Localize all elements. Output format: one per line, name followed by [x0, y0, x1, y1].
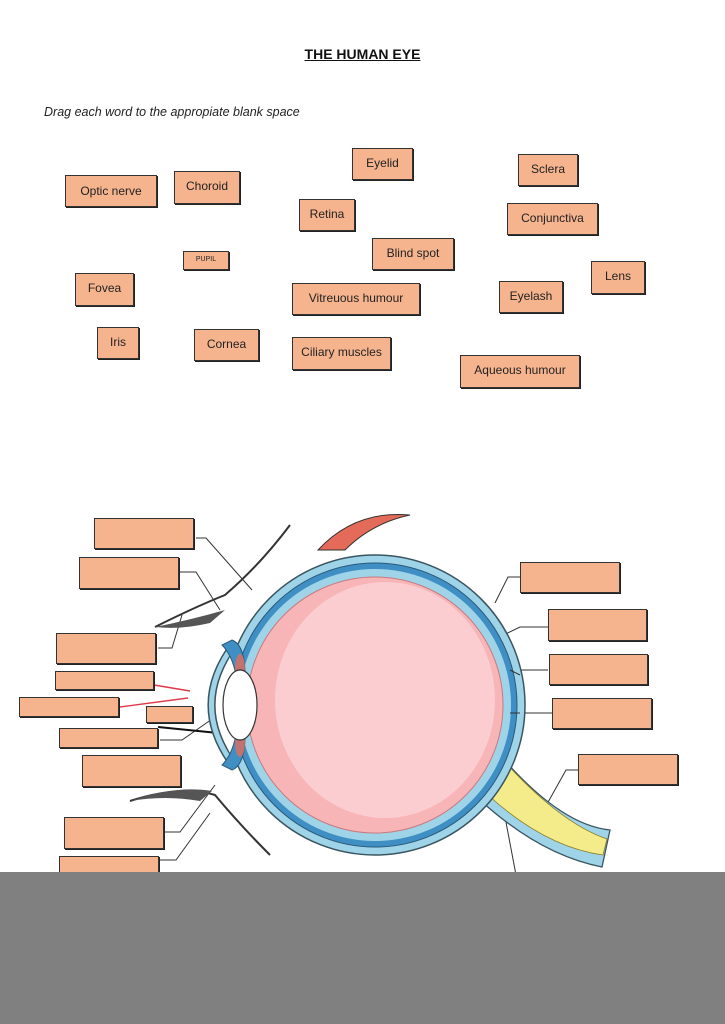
- cornea-inner: [209, 641, 237, 769]
- word-blind-spot[interactable]: Blind spot: [372, 238, 454, 270]
- blank-slot-13[interactable]: [552, 698, 652, 729]
- word-optic-nerve[interactable]: Optic nerve: [65, 175, 157, 207]
- blank-slot-11[interactable]: [548, 609, 647, 641]
- blank-slot-7[interactable]: [82, 755, 181, 787]
- word-retina[interactable]: Retina: [299, 199, 355, 231]
- word-choroid[interactable]: Choroid: [174, 171, 240, 204]
- blank-slot-pupil[interactable]: [146, 706, 193, 723]
- blank-slot-2[interactable]: [79, 557, 179, 589]
- cornea-pointer-line: [157, 726, 219, 734]
- word-ciliary-muscles[interactable]: Ciliary muscles: [292, 337, 391, 370]
- word-pupil[interactable]: PUPIL: [183, 251, 229, 270]
- word-eyelash[interactable]: Eyelash: [499, 281, 563, 313]
- word-sclera[interactable]: Sclera: [518, 154, 578, 186]
- footer-bar: [0, 872, 725, 1024]
- word-iris[interactable]: Iris: [97, 327, 139, 359]
- upper-eyelash: [155, 610, 225, 628]
- eyelid-muscle: [316, 513, 411, 551]
- blank-slot-10[interactable]: [520, 562, 620, 593]
- blank-slot-1[interactable]: [94, 518, 194, 549]
- blank-slot-6[interactable]: [59, 728, 158, 748]
- blank-slot-12[interactable]: [549, 654, 648, 685]
- blank-slot-14[interactable]: [578, 754, 678, 785]
- page-title: THE HUMAN EYE: [304, 46, 421, 62]
- leader-lines: [158, 537, 578, 875]
- optic-nerve-core: [487, 759, 608, 856]
- word-cornea[interactable]: Cornea: [194, 329, 259, 361]
- blank-slot-8[interactable]: [64, 817, 164, 849]
- iris-pointer-lines: [119, 684, 191, 708]
- lens: [222, 669, 258, 741]
- instruction-text: Drag each word to the appropiate blank s…: [44, 105, 300, 119]
- word-aqueous-humour[interactable]: Aqueous humour: [460, 355, 580, 388]
- blank-slot-5[interactable]: [19, 697, 119, 717]
- blank-slot-3[interactable]: [56, 633, 156, 664]
- word-fovea[interactable]: Fovea: [75, 273, 134, 306]
- word-conjunctiva[interactable]: Conjunctiva: [507, 203, 598, 235]
- upper-eyelid: [154, 524, 291, 628]
- word-lens[interactable]: Lens: [591, 261, 645, 294]
- lower-eyelash: [130, 789, 212, 801]
- fovea-mark: [509, 669, 521, 676]
- eye-diagram: [119, 513, 611, 875]
- blank-slot-4[interactable]: [55, 671, 154, 690]
- word-vitreuous-humour[interactable]: Vitreuous humour: [292, 283, 420, 315]
- vitreous-highlight: [275, 582, 495, 818]
- word-eyelid[interactable]: Eyelid: [352, 148, 413, 180]
